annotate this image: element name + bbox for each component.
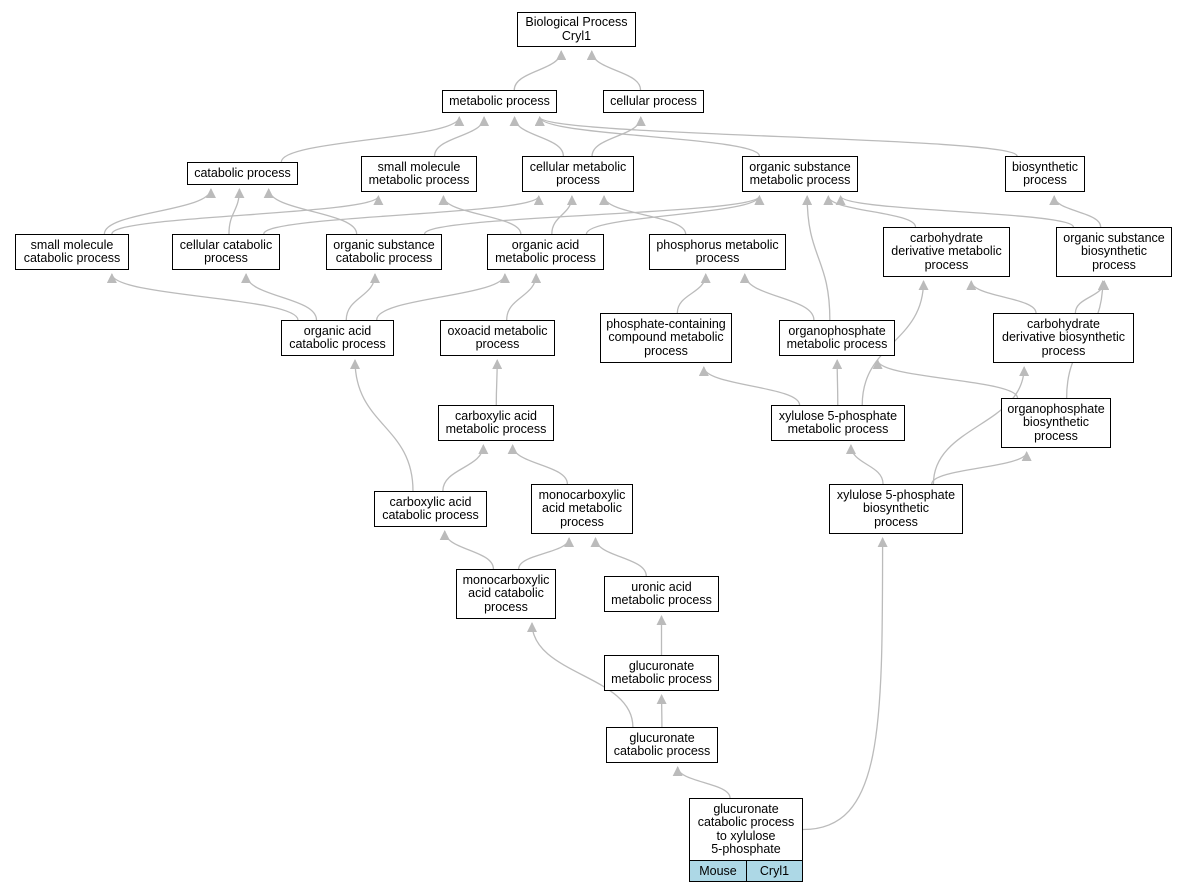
edge-cell_met-to-cellular (591, 116, 646, 157)
species-tag-mouse: Mouse (689, 860, 747, 882)
node-glucuronate-metabolic-process[interactable]: glucuronate metabolic process (604, 655, 719, 691)
edge-small_mol_cat-to-small_mol_met (111, 195, 384, 235)
node-monocarboxylic-acid-catabolic-process[interactable]: monocarboxylic acid catabolic process (456, 569, 556, 619)
edge-phos_met-to-cell_met (599, 195, 687, 235)
edge-phosphate_cont-to-phos_met (676, 273, 711, 314)
node-cellular-process[interactable]: cellular process (603, 90, 704, 113)
edge-carboxylic_met-to-oxoacid_met (492, 359, 503, 406)
edge-carb_deriv_met-to-org_sub_met (823, 195, 917, 228)
node-phosphate-containing-compound-metabolic-process[interactable]: phosphate-containing compound metabolic … (600, 313, 732, 363)
node-organic-acid-metabolic-process[interactable]: organic acid metabolic process (487, 234, 604, 270)
edge-xylulose_bio-to-organophos_bio (931, 451, 1032, 485)
edge-target-to-xylulose_bio (802, 537, 888, 831)
edge-org_acid_met-to-org_sub_met (585, 195, 765, 235)
edge-small_mol_cat-to-catabolic (103, 188, 216, 235)
edge-organophos_bio-to-organophos_met (872, 359, 1019, 399)
edge-organophos_met-to-org_sub_met (802, 195, 831, 321)
node-oxoacid-metabolic-process[interactable]: oxoacid metabolic process (440, 320, 555, 356)
node-glucuronate-catabolic-process-to-xylulose-5-phosphate[interactable]: glucuronate catabolic process to xylulos… (689, 798, 803, 861)
edge-xylulose_met-to-phosphate_cont (698, 366, 801, 406)
edge-org_sub_cat-to-catabolic (263, 188, 358, 235)
edge-org_sub_bio-to-org_sub_met (835, 195, 1075, 228)
edge-org_sub_cat-to-org_sub_met (423, 195, 765, 235)
node-organophosphate-metabolic-process[interactable]: organophosphate metabolic process (779, 320, 895, 356)
edge-xylulose_bio-to-carb_deriv_bio (932, 366, 1030, 485)
gene-tag-cryl1: Cryl1 (746, 860, 803, 882)
node-carbohydrate-derivative-biosynthetic-process[interactable]: carbohydrate derivative biosynthetic pro… (993, 313, 1134, 363)
edge-org_sub_bio-to-biosynthetic (1049, 195, 1102, 228)
node-carboxylic-acid-catabolic-process[interactable]: carboxylic acid catabolic process (374, 491, 487, 527)
node-biosynthetic-process[interactable]: biosynthetic process (1005, 156, 1085, 192)
edge-monocarb_met-to-carboxylic_met (507, 444, 569, 485)
node-organic-acid-catabolic-process[interactable]: organic acid catabolic process (281, 320, 394, 356)
node-xylulose-5-phosphate-biosynthetic-process[interactable]: xylulose 5-phosphate biosynthetic proces… (829, 484, 963, 534)
edge-monocarb_cat-to-carboxylic_cat (439, 530, 495, 570)
edge-uronic_met-to-monocarb_met (590, 537, 647, 577)
edge-org_acid_cat-to-org_acid_met (376, 273, 510, 321)
edge-carb_deriv_bio-to-carb_deriv_met (966, 280, 1037, 314)
edge-org_acid_cat-to-small_mol_cat (106, 273, 299, 321)
node-monocarboxylic-acid-metabolic-process[interactable]: monocarboxylic acid metabolic process (531, 484, 633, 534)
edge-monocarb_cat-to-monocarb_met (518, 537, 575, 570)
edge-biosynthetic-to-metabolic (534, 116, 1018, 157)
node-carboxylic-acid-metabolic-process[interactable]: carboxylic acid metabolic process (438, 405, 554, 441)
edge-organophos_met-to-phos_met (739, 273, 815, 321)
node-small-molecule-catabolic-process[interactable]: small molecule catabolic process (15, 234, 129, 270)
node-xylulose-5-phosphate-metabolic-process[interactable]: xylulose 5-phosphate metabolic process (771, 405, 905, 441)
edge-org_acid_met-to-small_mol_met (438, 195, 522, 235)
node-uronic-acid-metabolic-process[interactable]: uronic acid metabolic process (604, 576, 719, 612)
edge-xylulose_met-to-organophos_met (832, 359, 843, 406)
edge-cell_cat-to-catabolic (228, 188, 245, 235)
node-organic-substance-catabolic-process[interactable]: organic substance catabolic process (326, 234, 442, 270)
edge-xylulose_bio-to-xylulose_met (845, 444, 884, 485)
edge-cell_cat-to-cell_met (263, 195, 544, 235)
edge-target-to-glucuronate_cat (672, 766, 731, 799)
node-metabolic-process[interactable]: metabolic process (442, 90, 557, 113)
node-glucuronate-catabolic-process[interactable]: glucuronate catabolic process (606, 727, 718, 763)
edge-carboxylic_cat-to-carboxylic_met (442, 444, 489, 492)
edge-catabolic-to-metabolic (280, 116, 465, 163)
edge-org_sub_met-to-metabolic (534, 116, 761, 157)
node-organophosphate-biosynthetic-process[interactable]: organophosphate biosynthetic process (1001, 398, 1111, 448)
edge-small_mol_met-to-metabolic (433, 116, 490, 157)
edge-glucuronate_cat-to-monocarb_cat (527, 622, 634, 728)
edge-org_acid_met-to-cell_met (551, 195, 577, 235)
node-catabolic-process[interactable]: catabolic process (187, 162, 298, 185)
edge-cell_met-to-metabolic (509, 116, 564, 157)
node-organic-substance-metabolic-process[interactable]: organic substance metabolic process (742, 156, 858, 192)
node-biological-process-root[interactable]: Biological Process Cryl1 (517, 12, 636, 47)
node-cellular-metabolic-process[interactable]: cellular metabolic process (522, 156, 634, 192)
node-phosphorus-metabolic-process[interactable]: phosphorus metabolic process (649, 234, 786, 270)
edge-carboxylic_cat-to-org_acid_cat (350, 359, 414, 492)
edge-org_acid_cat-to-cell_cat (241, 273, 318, 321)
node-organic-substance-biosynthetic-process[interactable]: organic substance biosynthetic process (1056, 227, 1172, 277)
edge-org_acid_cat-to-org_sub_cat (345, 273, 380, 321)
edge-metabolic-to-root (513, 50, 567, 91)
node-carbohydrate-derivative-metabolic-process[interactable]: carbohydrate derivative metabolic proces… (883, 227, 1010, 277)
edge-oxoacid_met-to-org_acid_met (506, 273, 542, 321)
edge-cellular-to-root (586, 50, 642, 91)
node-cellular-catabolic-process[interactable]: cellular catabolic process (172, 234, 280, 270)
node-small-molecule-metabolic-process[interactable]: small molecule metabolic process (361, 156, 477, 192)
